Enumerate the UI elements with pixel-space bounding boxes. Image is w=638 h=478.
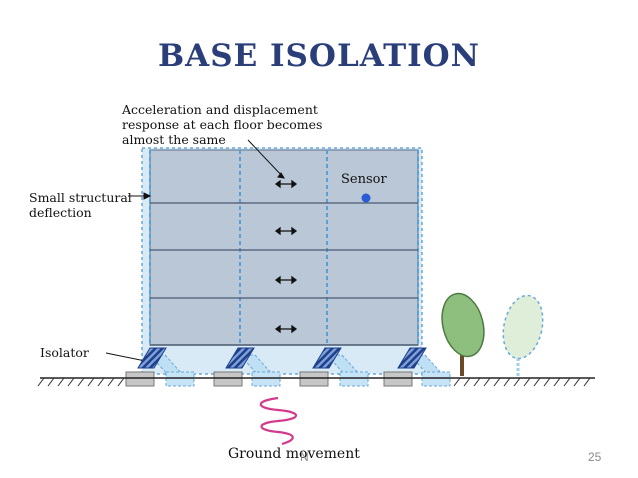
slide-title: BASE ISOLATION [157,38,481,74]
page-number: 25 [588,450,602,464]
response-annotation: Acceleration and displacement response a… [122,102,323,147]
sensor-label: Sensor [341,172,387,187]
floor-arrow-2 [274,226,298,236]
ground [37,377,595,387]
isolator-label: Isolator [40,345,89,360]
floor-arrow-1 [274,179,298,189]
ground-movement-wave [259,396,298,446]
footer-text: N [300,450,309,464]
building [149,149,419,346]
sensor-dot [361,193,371,203]
floor-arrow-3 [274,275,298,285]
tree-ghost-icon [502,294,544,376]
floor-arrow-4 [274,324,298,334]
isolator-1 [125,347,167,387]
isolator-4 [383,347,427,387]
tree-icon [441,292,485,376]
ground-movement-label: Ground movement [228,446,360,462]
isolator-3 [299,347,342,387]
isolator-2 [213,347,255,387]
isolators [125,347,451,387]
floor-arrows [274,179,298,334]
deflection-annotation: Small structural deflection [29,190,132,220]
